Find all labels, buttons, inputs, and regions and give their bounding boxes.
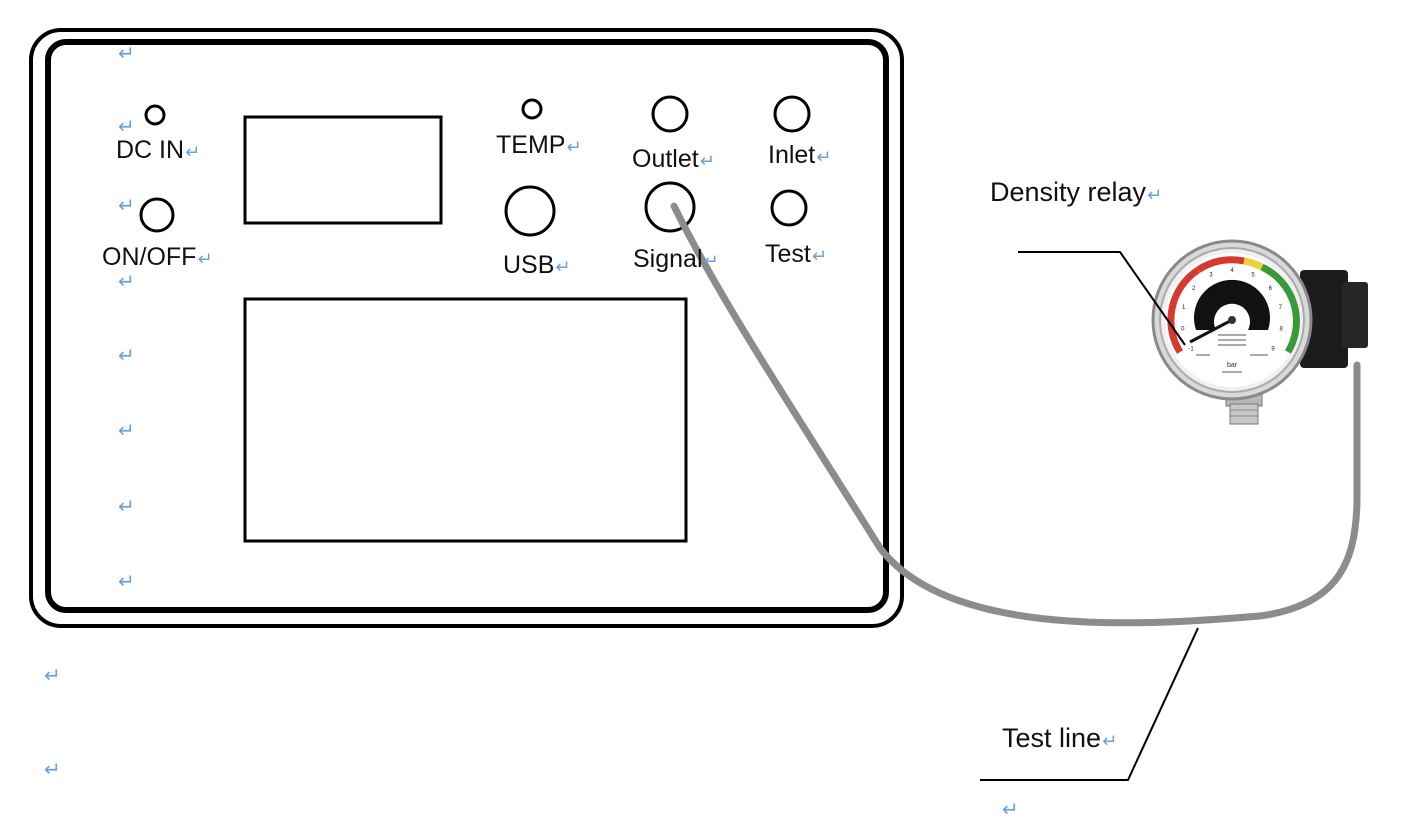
density-relay-leader (1018, 251, 1186, 346)
on-off-switch (139, 197, 175, 233)
gauge-scale-number: 9 (1271, 347, 1275, 353)
gauge-scale-number: 7 (1279, 305, 1283, 311)
return-mark: ↵ (1002, 799, 1019, 821)
panel-inner-frame (45, 39, 889, 613)
gauge-scale-number: 1 (1182, 305, 1186, 311)
signal-label: Signal↵ (633, 245, 719, 273)
return-mark: ↵ (118, 345, 135, 367)
test-line-leader (980, 627, 1199, 781)
gauge-scale-number: 3 (1209, 273, 1213, 279)
return-mark: ↵ (118, 571, 135, 593)
inlet-port (773, 95, 811, 133)
test-label: Test↵ (765, 240, 827, 268)
gauge-scale-numbers: -1 0 1 2 3 4 5 6 7 8 9 (1181, 268, 1283, 353)
density-relay-label: Density relay↵ (990, 177, 1163, 207)
temp-label: TEMP↵ (496, 131, 582, 159)
gauge-scale-number: 5 (1251, 273, 1255, 279)
test-port (770, 189, 808, 227)
gauge-scale-number: -1 (1188, 347, 1194, 353)
large-display (243, 297, 688, 543)
outlet-label: Outlet↵ (632, 145, 715, 173)
outlet-port (651, 95, 689, 133)
panel-outer-frame (29, 28, 904, 628)
gauge-scale-number: 6 (1269, 286, 1273, 292)
test-cable (670, 202, 1361, 627)
small-display (243, 115, 443, 225)
return-mark: ↵ (118, 116, 135, 138)
on-off-label: ON/OFF↵ (102, 243, 213, 271)
gauge-scale-number: 0 (1181, 327, 1185, 333)
gauge-unit-label: bar (1227, 362, 1238, 369)
usb-label: USB↵ (503, 251, 571, 279)
gauge-scale-number: 2 (1192, 286, 1196, 292)
gauge-scale-number: 8 (1280, 327, 1284, 333)
inlet-label: Inlet↵ (768, 141, 832, 169)
signal-port (644, 181, 696, 233)
relay-connector (1300, 270, 1348, 368)
temp-port (521, 98, 543, 120)
return-mark: ↵ (118, 271, 135, 293)
gauge-scale-number: 4 (1230, 268, 1234, 274)
return-mark: ↵ (118, 496, 135, 518)
test-line-label: Test line↵ (1002, 723, 1118, 753)
density-relay-gauge: bar -1 0 1 2 3 4 5 6 7 8 9 (1151, 239, 1368, 425)
return-mark: ↵ (118, 43, 135, 65)
dc-in-label: DC IN↵ (116, 136, 201, 164)
return-mark: ↵ (118, 420, 135, 442)
return-mark: ↵ (44, 759, 61, 781)
usb-port (504, 185, 556, 237)
dc-in-port (144, 104, 166, 126)
return-mark: ↵ (118, 195, 135, 217)
return-mark: ↵ (44, 665, 61, 687)
